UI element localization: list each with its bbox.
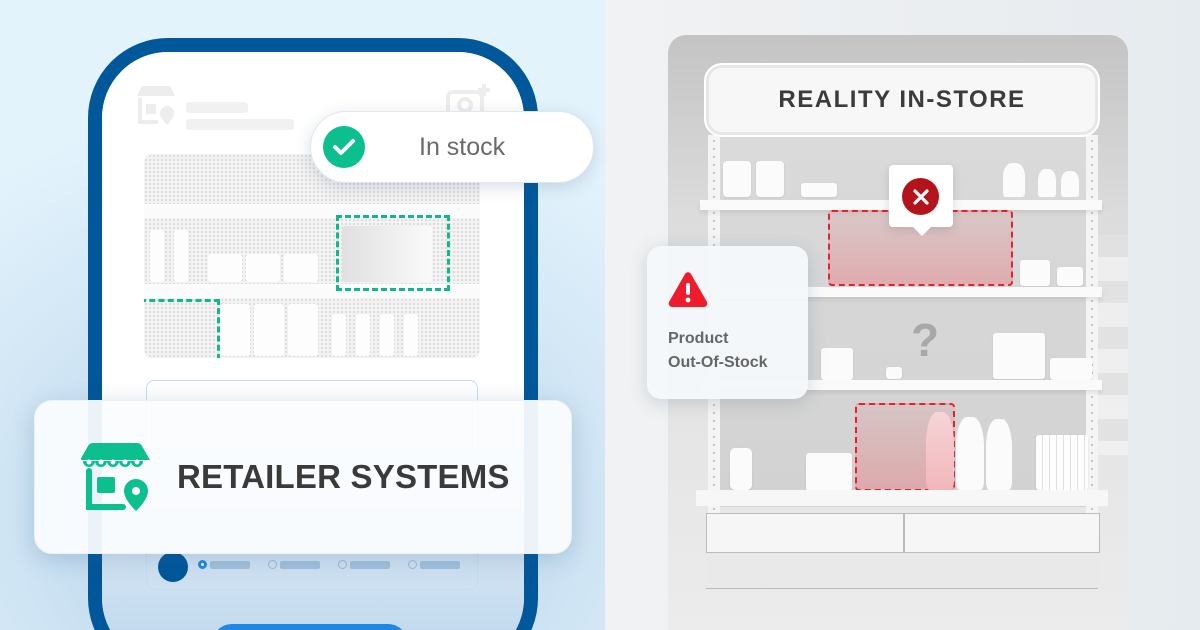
- shelf-board: [700, 287, 1102, 297]
- product-bottle: [1003, 163, 1025, 197]
- shelf-post: [1086, 135, 1098, 515]
- product-bottle: [956, 417, 984, 490]
- retailer-systems-title: RETAILER SYSTEMS: [177, 458, 510, 495]
- product: [356, 314, 370, 356]
- product-box: [1057, 267, 1083, 286]
- store-location-icon: [81, 443, 150, 511]
- radio-option[interactable]: [338, 560, 390, 569]
- product-bottle: [1038, 169, 1056, 197]
- product-box: [821, 348, 853, 380]
- store-location-icon: [137, 86, 175, 125]
- product-books: [1036, 435, 1088, 490]
- placeholder-line: [186, 102, 248, 113]
- product-box: [993, 333, 1045, 379]
- product-box: [1050, 358, 1092, 380]
- shelf-plinth: [706, 557, 1098, 589]
- product: [220, 304, 250, 356]
- shelf-base-top: [696, 490, 1108, 506]
- radio-option[interactable]: [268, 560, 320, 569]
- placeholder-line: [186, 119, 294, 130]
- product: [288, 304, 318, 356]
- product-jar: [723, 161, 751, 197]
- alert-line-2: Out-Of-Stock: [668, 354, 768, 371]
- product: [380, 314, 394, 356]
- detected-product-box[interactable]: [144, 299, 220, 358]
- radio-group: [198, 560, 460, 569]
- product: [208, 254, 242, 282]
- step-indicator: [158, 552, 188, 582]
- shelf-board: [144, 204, 480, 218]
- product: [284, 254, 318, 282]
- product: [150, 230, 164, 282]
- product-bottle: [1061, 171, 1079, 197]
- x-circle-icon: [902, 178, 939, 215]
- product-box: [801, 183, 837, 197]
- product: [342, 226, 432, 282]
- question-mark-icon: ?: [911, 314, 940, 366]
- product: [246, 254, 280, 282]
- drawer: [904, 513, 1100, 553]
- error-marker: [889, 165, 953, 236]
- primary-button[interactable]: [212, 624, 408, 630]
- product-jar: [756, 161, 784, 197]
- check-circle-icon: [323, 126, 365, 168]
- retailer-systems-card: RETAILER SYSTEMS: [34, 400, 572, 554]
- out-of-stock-alert-card: Product Out-Of-Stock: [647, 246, 808, 399]
- product: [332, 314, 346, 356]
- radio-option[interactable]: [198, 560, 250, 569]
- product-bottle: [986, 419, 1012, 490]
- product: [174, 230, 188, 282]
- warning-triangle-icon: [668, 272, 708, 307]
- shelf-board: [144, 284, 480, 298]
- product-jar: [730, 448, 752, 490]
- store-sign-title: REALITY IN-STORE: [778, 86, 1026, 113]
- in-stock-badge: In stock: [310, 111, 594, 183]
- product: [254, 304, 284, 356]
- detected-product-box[interactable]: [336, 215, 450, 291]
- stock-status-label: In stock: [419, 132, 506, 161]
- product-bottle: [926, 412, 954, 490]
- radio-option[interactable]: [408, 560, 460, 569]
- shelf-board: [700, 380, 1102, 390]
- shelf-photo-preview: [144, 154, 480, 358]
- product-box: [806, 453, 852, 491]
- product-box: [886, 367, 902, 379]
- product: [404, 314, 418, 356]
- drawer: [706, 513, 904, 553]
- store-sign: REALITY IN-STORE: [704, 63, 1100, 137]
- alert-line-1: Product: [668, 330, 729, 347]
- product-box: [1020, 260, 1050, 286]
